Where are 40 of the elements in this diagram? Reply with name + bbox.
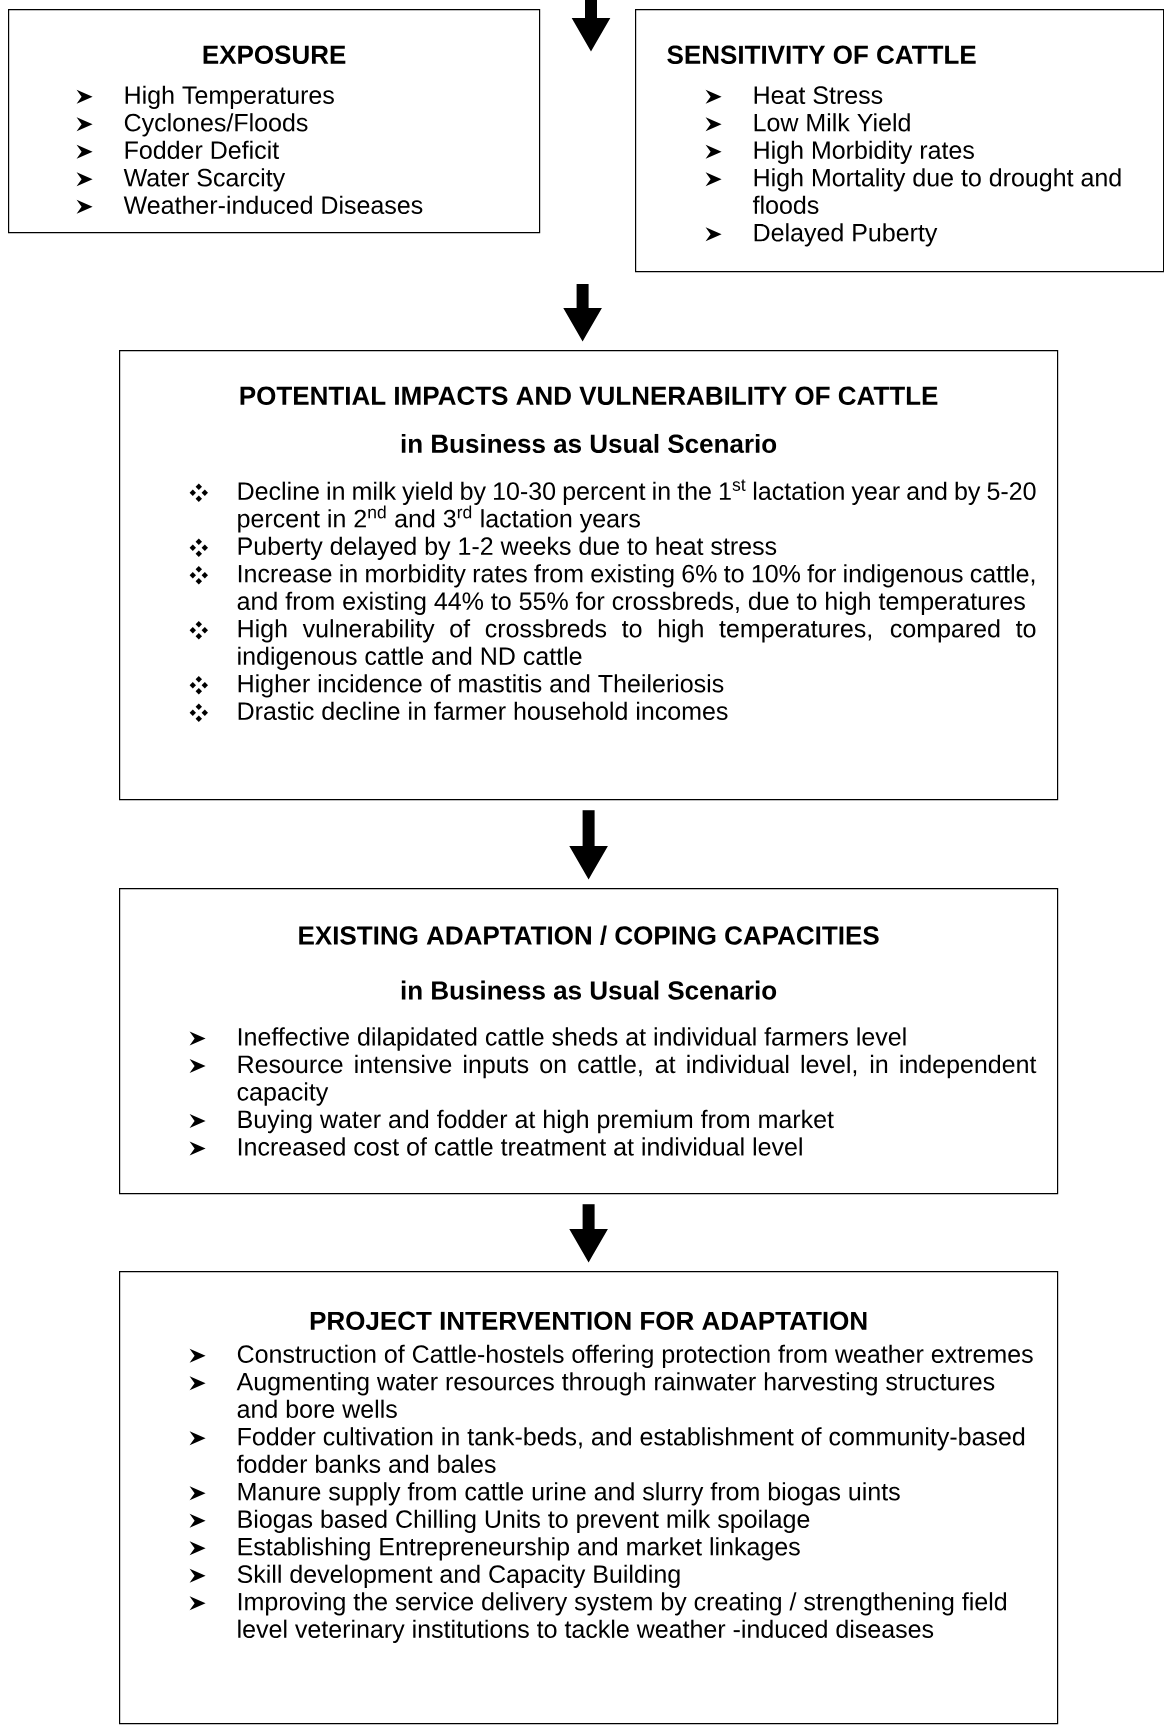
list-item: Increase in morbidity rates from existing 6% to 10% for indigenous cattle, and from existing 44% to 55% for crossbreds, due to high temperatures <box>237 564 1035 615</box>
text-box <box>119 888 1059 1195</box>
text-box <box>119 350 1059 801</box>
list-item: High vulnerability of crossbreds to high temperatures, compared to indigenous cattle and ND cattle <box>238 619 1036 670</box>
list-item: Puberty delayed by 1-2 weeks due to heat stress <box>238 536 777 560</box>
list-item: Resource intensive inputs on cattle, at individual level, in independent capacity <box>237 1054 1037 1106</box>
heading: POTENTIAL IMPACTS AND VULNERABILITY OF CATTLE <box>240 386 938 405</box>
text-box <box>8 9 541 234</box>
list-item: High Mortality due to drought and floods <box>752 168 1121 214</box>
heading: PROJECT INTERVENTION FOR ADAPTATION <box>310 1311 867 1330</box>
heading: EXISTING ADAPTATION / COPING CAPACITIES <box>299 925 879 945</box>
list-item: Improving the service delivery system by creating / strengthening field level veterinary institutions to tackle weather -induced diseases <box>238 1592 1007 1643</box>
list-item: Establishing Entrepreneurship and market linkages <box>238 1537 800 1561</box>
heading: in Business as Usual Scenario <box>401 980 777 1000</box>
list-item: Water Scarcity <box>123 168 286 192</box>
heading: EXPOSURE <box>203 45 346 64</box>
list-item: Buying water and fodder at high premium from market <box>238 1109 834 1134</box>
list-item: Biogas based Chilling Units to prevent milk spoilage <box>238 1509 810 1533</box>
list-item: Delayed Puberty <box>754 223 938 247</box>
list-item: High Morbidity rates <box>754 140 974 164</box>
list-item: Fodder cultivation in tank-beds, and establishment of community-based fodder banks and bales <box>236 1427 1025 1473</box>
list-item: Higher incidence of mastitis and Theileriosis <box>238 674 724 698</box>
list-item: Ineffective dilapidated cattle sheds at individual farmers level <box>238 1027 906 1051</box>
list-item: Low Milk Yield <box>754 113 910 132</box>
list-item: Weather-induced Diseases <box>123 195 423 214</box>
list-item: Fodder Deficit <box>125 140 279 159</box>
list-item: Augmenting water resources through rainwater harvesting structures and bore wells <box>236 1372 995 1418</box>
list-item: Drastic decline in farmer household incomes <box>238 701 728 720</box>
list-item: Cyclones/Floods <box>124 113 308 137</box>
heading: SENSITIVITY OF CATTLE <box>667 45 976 64</box>
text-box <box>119 1271 1059 1725</box>
heading: in Business as Usual Scenario <box>401 433 777 453</box>
text-box <box>635 9 1164 273</box>
list-item: Skill development and Capacity Building <box>237 1564 680 1588</box>
list-item: Increased cost of cattle treatment at individual level <box>238 1137 802 1156</box>
list-item: Decline in milk yield by 10-30 percent in the 1$^{st}$ lactation year and by 5-20 percent in 2$^{nd}$ and 3$^{rd}$ lactation years <box>238 479 1036 533</box>
list-item: Heat Stress <box>754 86 883 104</box>
list-item: Manure supply from cattle urine and slurry from biogas uints <box>238 1482 900 1506</box>
list-item: High Temperatures <box>125 85 334 109</box>
list-item: Construction of Cattle-hostels offering protection from weather extremes <box>237 1344 1033 1368</box>
